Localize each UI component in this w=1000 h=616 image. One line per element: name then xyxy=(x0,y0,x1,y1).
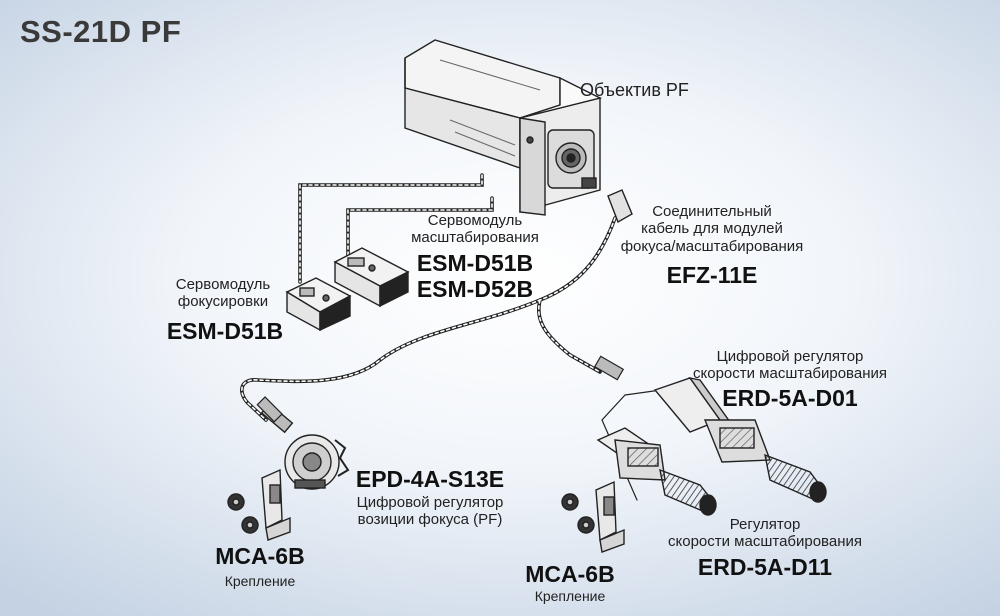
focus-servo-label-line-2: фокусировки xyxy=(177,293,269,311)
mount-right-illustration xyxy=(561,480,625,553)
cable-model: EFZ-11E xyxy=(666,262,758,288)
zoom-digital-label-line-1: Цифровой регулятор xyxy=(716,348,864,365)
zoom-servo-models: ESM-D51B ESM-D52B xyxy=(380,250,570,303)
focus-servo-model: ESM-D51B xyxy=(166,318,284,344)
cable-label-line-3: фокуса/масштабирования xyxy=(620,237,804,255)
cable-label-line-2: кабель для модулей xyxy=(641,220,783,238)
mount-right-model: MCA-6B xyxy=(525,561,615,587)
focus-servo-label: Сервомодуль фокусировки xyxy=(158,276,288,311)
focus-demand-model: EPD-4A-S13E xyxy=(355,466,505,492)
page-title: SS-21D PF xyxy=(20,14,182,49)
cable-connectors xyxy=(256,355,625,423)
zoom-demand-digital-illustration xyxy=(653,376,827,503)
zoom-digital-label: Цифровой регулятор скорости масштабирова… xyxy=(680,348,900,383)
zoom-demand-regular-illustration xyxy=(596,427,717,516)
mount-left-illustration xyxy=(227,468,291,541)
zoom-regular-label-line-1: Регулятор xyxy=(729,516,801,533)
cable-label-line-1: Соединительный xyxy=(652,203,772,220)
connection-cables xyxy=(240,173,676,501)
lens-illustration xyxy=(404,39,633,224)
focus-demand-label-line-2: возиции фокуса (PF) xyxy=(357,511,503,529)
focus-servo-illustration xyxy=(285,277,352,332)
zoom-servo-model-1: ESM-D51B xyxy=(416,250,534,276)
cable-to-zoom-demand-outer xyxy=(537,298,602,374)
focus-demand-label: Цифровой регулятор возиции фокуса (PF) xyxy=(335,494,525,529)
focus-demand-label-line-1: Цифровой регулятор xyxy=(356,494,504,511)
lens-label: Объектив PF xyxy=(580,80,689,100)
zoom-servo-label-line-1: Сервомодуль xyxy=(427,212,523,229)
zoom-servo-label-line-2: масштабирования xyxy=(411,229,539,247)
zoom-regular-label-line-2: скорости масштабирования xyxy=(668,533,862,551)
zoom-servo-illustration xyxy=(333,247,410,308)
zoom-digital-label-line-2: скорости масштабирования xyxy=(693,365,887,383)
focus-servo-label-line-1: Сервомодуль xyxy=(175,276,271,293)
zoom-digital-model: ERD-5A-D01 xyxy=(722,385,858,411)
mount-left-model: MCA-6B xyxy=(215,543,305,569)
zoom-servo-model-2: ESM-D52B xyxy=(416,276,534,303)
zoom-regular-label: Регулятор скорости масштабирования xyxy=(650,516,880,551)
zoom-servo-label: Сервомодуль масштабирования xyxy=(380,212,570,247)
zoom-regular-model: ERD-5A-D11 xyxy=(697,554,833,580)
mount-right-label: Крепление xyxy=(534,588,606,604)
mount-left-label: Крепление xyxy=(224,573,296,589)
cable-label: Соединительный кабель для модулей фокуса… xyxy=(612,203,812,255)
